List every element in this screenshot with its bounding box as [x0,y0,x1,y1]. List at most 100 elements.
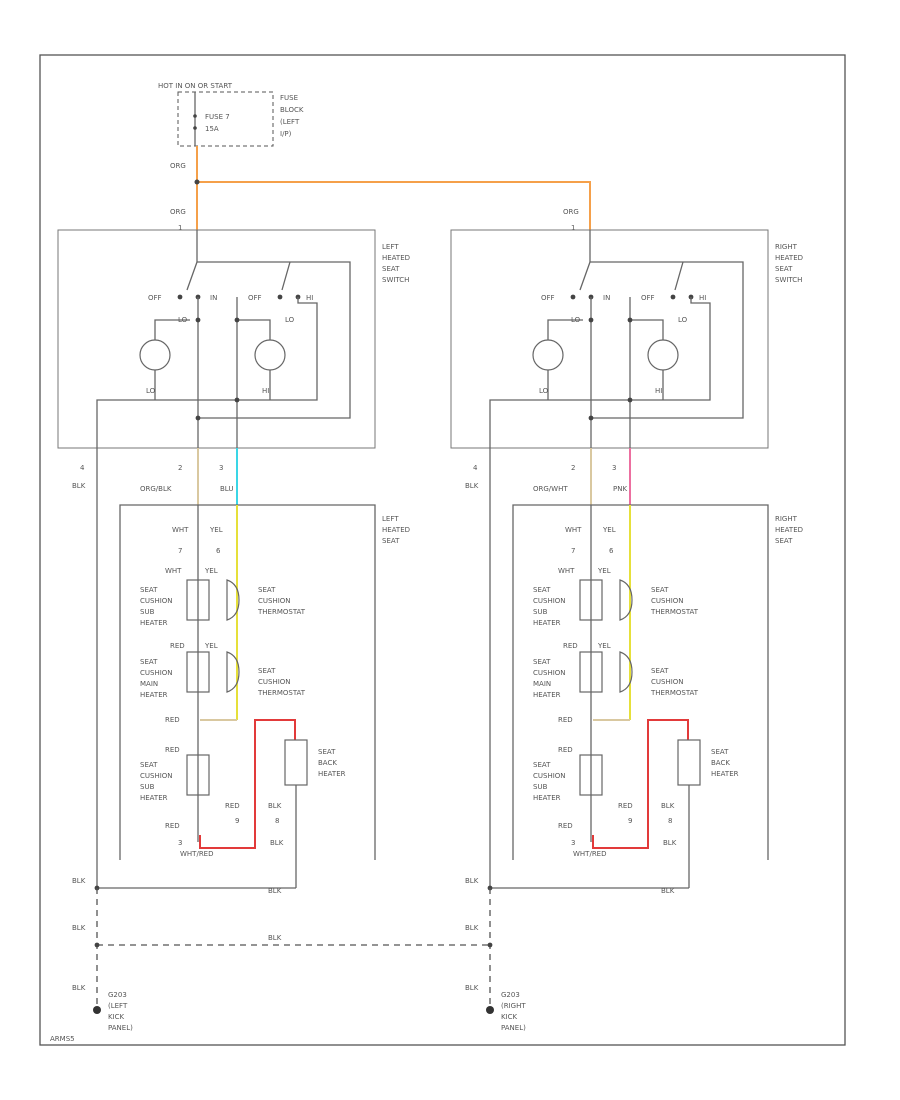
switch-1-in-label: IN [603,294,610,302]
feed-label-2: ORG [170,208,186,216]
switch-pin-1: 1 [178,224,182,232]
back-heater-label-2: BACK [318,759,337,767]
seat-name-3: SEAT [775,537,793,545]
switch-2-off-contact [670,294,676,300]
switch-pin-4: 4 [80,464,85,472]
feed-wires: ORG ORG ORG [170,146,591,230]
feed-label-3: ORG [563,208,579,216]
seat-red-label-3: RED [558,746,573,754]
switch-hi-branch [155,297,318,401]
back-heater-box [677,739,701,786]
back-heater-label-3: HEATER [711,770,739,778]
seat-wht-label-2: WHT [558,567,575,575]
cushion-thermostat-upper-label-3: THERMOSTAT [257,608,306,616]
cushion-main-heater-label-3: MAIN [140,680,158,688]
seat-red-label-4: RED [558,822,573,830]
cushion-thermostat-upper-label-3: THERMOSTAT [650,608,699,616]
ground-jumper-node [94,942,100,948]
switch-ground-wire [96,399,155,448]
switch-pin-2: 2 [178,464,182,472]
ground-name-2: (RIGHT [501,1002,526,1010]
ground-name-1: G203 [501,991,520,999]
seat-pin-9: 9 [628,817,632,825]
ground-name-3: KICK [108,1013,125,1021]
switch-node-4 [627,397,633,403]
power-source: HOT IN ON OR START FUSE 7 15A FUSE BLOCK… [158,82,304,147]
switch-link-right [590,261,744,419]
lamp-hi-top-label: LO [285,316,295,324]
seat-name-2: HEATED [775,526,803,534]
ground-blk-label: BLK [72,877,86,885]
fuse-block-label-1: FUSE [280,94,298,102]
switch-ground-wire [489,399,548,448]
switch-name-4: SWITCH [775,276,802,284]
lamp-lo-icon [532,339,564,371]
cushion-thermostat-lower [226,651,240,693]
cushion-main-heater-box [579,651,603,693]
cushion-thermostat-lower-label-2: CUSHION [651,678,684,686]
switch-pin-1: 1 [571,224,575,232]
seat-yel-label: YEL [209,526,223,534]
back-sub-heater-label-4: HEATER [533,794,561,802]
lamp-hi-top-label: LO [678,316,688,324]
switch-node-3 [195,415,201,421]
feed-wire-to-right-switch [197,181,591,230]
switch-1-off-label: OFF [148,294,162,302]
switch-2-blade [674,261,684,291]
back-sub-heater-label-1: SEAT [533,761,551,769]
cushion-sub-heater-label-2: CUSHION [533,597,566,605]
switch-2-blade [281,261,291,291]
cushion-main-heater-label-2: CUSHION [140,669,173,677]
cushion-thermostat-upper-label-1: SEAT [258,586,276,594]
back-heater-label-2: BACK [711,759,730,767]
lamp-hi-icon [254,339,286,371]
fuse-rating: 15A [205,125,219,133]
switch-1-blade [579,261,591,291]
seat-wht-red-label: WHT/RED [180,850,214,858]
fuse-block-label-2: BLOCK [280,106,304,114]
pin3-wire-label: BLU [220,485,233,493]
switch-1-off-contact [177,294,183,300]
cushion-sub-heater-label-3: SUB [140,608,155,616]
lamp-hi-top [630,319,664,340]
seat-pin-8: 8 [668,817,672,825]
cushion-thermostat-lower-label-3: THERMOSTAT [650,689,699,697]
back-sub-heater-label-2: CUSHION [140,772,173,780]
cushion-thermostat-lower-label-2: CUSHION [258,678,291,686]
seat-wht-label-2: WHT [165,567,182,575]
switch-1-off-label: OFF [541,294,555,302]
cushion-main-heater-label-4: HEATER [533,691,561,699]
switch-node-3 [588,415,594,421]
switch-2-off-label: OFF [248,294,262,302]
back-heater-box [284,739,308,786]
switch-box [57,229,376,449]
seat-wire-red [199,719,296,849]
switch-name-3: SEAT [775,265,793,273]
cushion-thermostat-upper [619,579,633,621]
seat-pin-6: 6 [609,547,614,555]
lamp-node-1 [588,317,594,323]
back-sub-heater-label-1: SEAT [140,761,158,769]
pin3-wire-label: PNK [613,485,627,493]
lamp-lo-top [547,319,583,340]
back-heater-label-1: SEAT [711,748,729,756]
seat-red-label: RED [563,642,578,650]
seat-name-1: LEFT [382,515,399,523]
seat-name-3: SEAT [382,537,400,545]
seat-wht-label: WHT [172,526,189,534]
switch-name-1: RIGHT [775,243,798,251]
seat-box [512,504,769,860]
seat-pin-6: 6 [216,547,221,555]
cushion-sub-heater-label-2: CUSHION [140,597,173,605]
seat-name-1: RIGHT [775,515,798,523]
fuse-block-outline [177,91,274,147]
cushion-thermostat-lower [619,651,633,693]
cushion-thermostat-upper-label-1: SEAT [651,586,669,594]
back-heater-label-1: SEAT [318,748,336,756]
seat-red-label-5: RED [225,802,240,810]
harness-label: ORG/WHT [533,485,568,493]
cushion-sub-heater-label-3: SUB [533,608,548,616]
back-sub-heater-box [579,754,603,796]
lamp-lo-top-label: LO [178,316,188,324]
